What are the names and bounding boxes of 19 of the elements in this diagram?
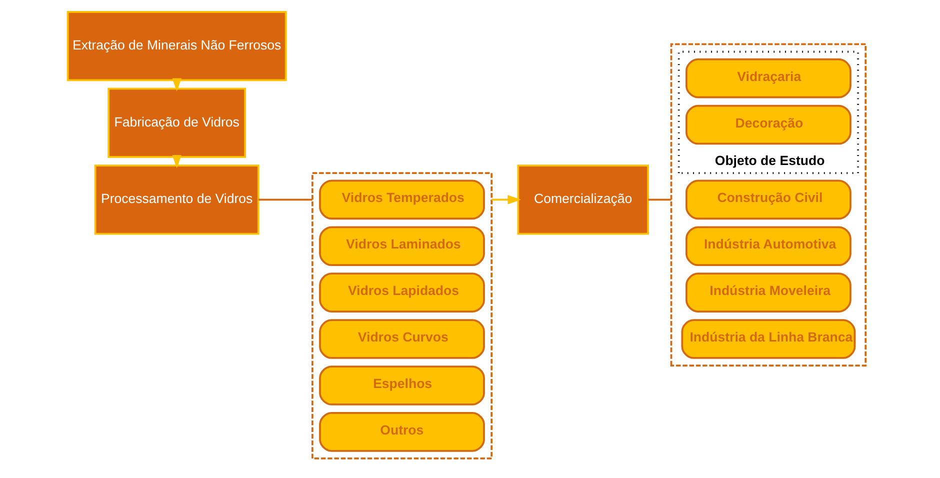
node-box: Vidros Temperados: [318, 180, 484, 220]
node-box: Indústria da Linha Branca: [680, 319, 856, 359]
node-box: Espelhos: [318, 366, 484, 406]
arrow: [491, 195, 520, 204]
cluster: [670, 43, 866, 367]
cluster: [310, 172, 492, 460]
node-box: Processamento de Vidros: [94, 164, 259, 235]
node-box: Outros: [318, 412, 484, 452]
node-box: Construção Civil: [684, 180, 851, 220]
node-box: Vidraçaria: [684, 58, 851, 98]
node-box: Vidros Laminados: [318, 226, 484, 266]
node-box: Comercialização: [516, 164, 648, 235]
node-box: Vidros Curvos: [318, 319, 484, 359]
node-box: Indústria Moveleira: [684, 272, 851, 312]
connector: [648, 198, 671, 201]
connector: [258, 198, 312, 201]
node-box: Indústria Automotiva: [684, 226, 851, 266]
node-box: Decoração: [684, 104, 851, 145]
node-box: Vidros Lapidados: [318, 272, 484, 312]
